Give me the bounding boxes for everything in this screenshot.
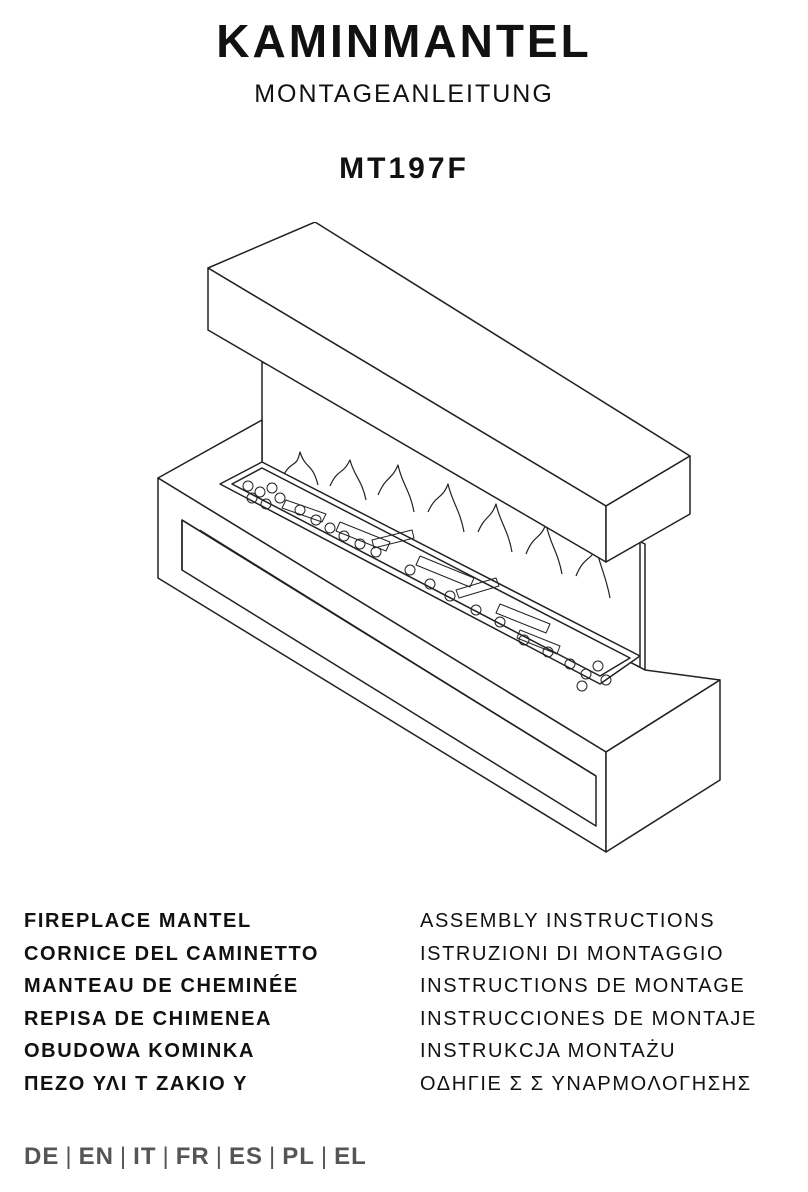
language-separator: | (162, 1143, 170, 1170)
language-pl: PL (282, 1143, 315, 1170)
instructions-it: ISTRUZIONI DI MONTAGGIO (420, 942, 725, 965)
language-list: DE|EN|IT|FR|ES|PL|EL (24, 1143, 367, 1171)
product-name-en: FIREPLACE MANTEL (24, 910, 252, 932)
list-item: MANTEAU DE CHEMINÉE INSTRUCTIONS DE MONT… (24, 975, 794, 1008)
model-number: MT197F (339, 152, 469, 185)
language-en: EN (78, 1143, 114, 1170)
instructions-en: ASSEMBLY INSTRUCTIONS (420, 910, 716, 932)
page-title: KAMINMANTEL (216, 15, 592, 67)
list-item: CORNICE DEL CAMINETTO ISTRUZIONI DI MONT… (24, 943, 794, 976)
language-fr: FR (175, 1143, 210, 1170)
fireplace-mantel-drawing-icon (157, 222, 721, 853)
product-name-pl: OBUDOWA KOMINKA (24, 1040, 256, 1063)
page-subtitle: MONTAGEANLEITUNG (254, 80, 554, 108)
product-name-es: REPISA DE CHIMENEA (24, 1007, 273, 1030)
language-separator: | (268, 1143, 277, 1170)
instructions-es: INSTRUCCIONES DE MONTAJE (420, 1007, 757, 1030)
translations-list: FIREPLACE MANTEL ASSEMBLY INSTRUCTIONS C… (24, 910, 794, 1106)
instructions-fr: INSTRUCTIONS DE MONTAGE (420, 975, 746, 998)
product-name-it: CORNICE DEL CAMINETTO (24, 942, 320, 965)
instructions-pl: INSTRUKCJA MONTAŻU (420, 1040, 677, 1063)
language-separator: | (65, 1143, 73, 1170)
language-el: EL (334, 1143, 367, 1170)
product-name-fr: MANTEAU DE CHEMINÉE (24, 975, 299, 998)
list-item: FIREPLACE MANTEL ASSEMBLY INSTRUCTIONS (24, 910, 794, 943)
list-item: ΠΕΖΟ ΥΛΙ Τ ΖΑΚΙΟ Υ ΟΔΗΓΙΕ Σ Σ ΥΝΑΡΜΟΛΟΓΗ… (24, 1073, 794, 1106)
language-es: ES (228, 1143, 263, 1170)
list-item: REPISA DE CHIMENEA INSTRUCCIONES DE MONT… (24, 1008, 794, 1041)
language-separator: | (119, 1143, 128, 1170)
instructions-el: ΟΔΗΓΙΕ Σ Σ ΥΝΑΡΜΟΛΟΓΗΣΗΣ (420, 1072, 752, 1095)
language-separator: | (320, 1143, 329, 1170)
product-name-el: ΠΕΖΟ ΥΛΙ Τ ΖΑΚΙΟ Υ (24, 1072, 249, 1095)
language-separator: | (215, 1143, 223, 1170)
list-item: OBUDOWA KOMINKA INSTRUKCJA MONTAŻU (24, 1040, 794, 1073)
language-it: IT (133, 1143, 157, 1170)
language-de: DE (24, 1143, 60, 1170)
